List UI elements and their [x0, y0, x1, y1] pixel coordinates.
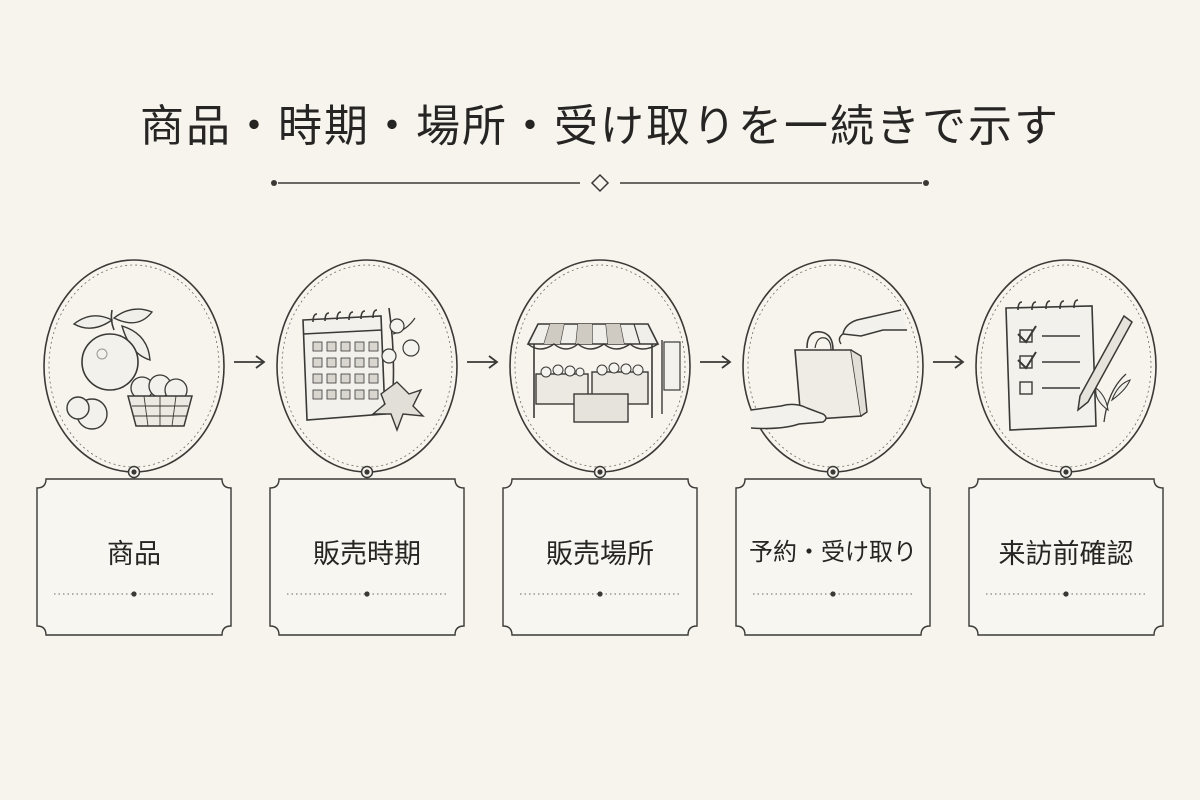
calendar-blossom-icon — [302, 307, 425, 432]
arrow-right-icon — [467, 355, 499, 369]
step-card-3: 販売場所 — [502, 478, 698, 636]
step-illustration-oval — [975, 259, 1157, 473]
title-divider-ornament — [271, 173, 929, 193]
step-illustration-oval — [509, 259, 691, 473]
market-stall-icon — [526, 323, 681, 423]
citrus-fruit-basket-icon — [66, 308, 193, 430]
card-frame — [735, 478, 931, 636]
card-frame — [269, 478, 465, 636]
step-card-5: 来訪前確認 — [968, 478, 1164, 636]
step-card-4: 予約・受け取り — [735, 478, 931, 636]
step-label: 予約・受け取り — [749, 538, 917, 566]
card-frame — [36, 478, 232, 636]
arrow-right-icon — [700, 355, 732, 369]
step-illustration-oval — [742, 259, 924, 473]
arrow-right-icon — [933, 355, 965, 369]
shopping-bag-handover-icon — [750, 309, 907, 430]
page-title: 商品・時期・場所・受け取りを一続きで示す — [140, 101, 1060, 152]
card-frame — [502, 478, 698, 636]
step-card-2: 販売時期 — [269, 478, 465, 636]
step-card-1: 商品 — [36, 478, 232, 636]
step-label: 商品 — [107, 539, 161, 570]
step-label: 来訪前確認 — [998, 539, 1134, 570]
card-frame — [968, 478, 1164, 636]
step-label: 販売場所 — [546, 539, 654, 570]
checklist-pencil-icon — [1005, 299, 1133, 431]
arrow-right-icon — [234, 355, 266, 369]
step-label: 販売時期 — [313, 539, 421, 570]
step-illustration-oval — [276, 259, 458, 473]
step-illustration-oval — [43, 259, 225, 473]
